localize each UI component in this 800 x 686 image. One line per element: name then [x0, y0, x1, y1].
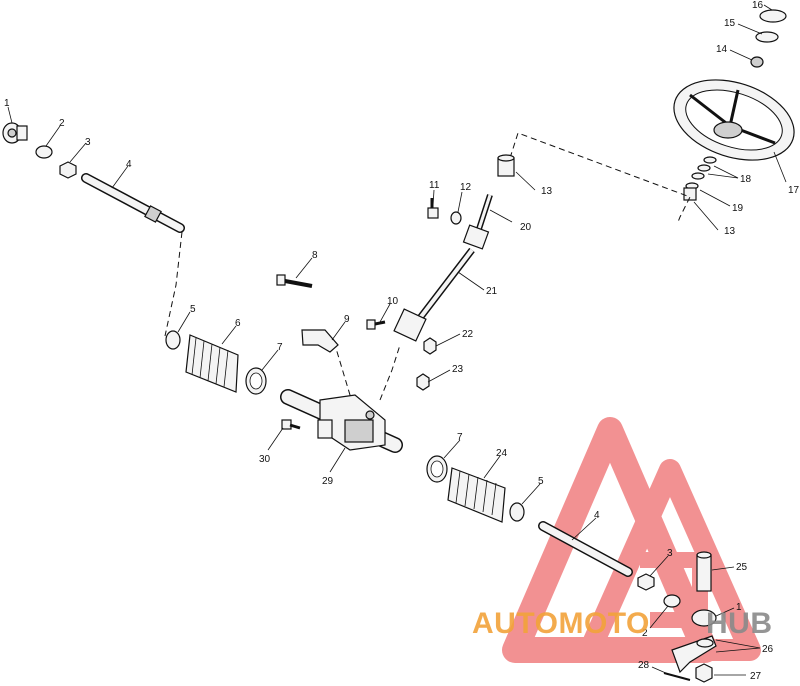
callout-29: 29	[322, 476, 334, 487]
bolt-8	[276, 274, 313, 288]
callout-3-right: 3	[667, 548, 673, 559]
callout-labels: 1 2 3 4 5 6 7 8 9 10 11 12 13 20 21 22 2…	[4, 0, 800, 682]
cotter-pin-28	[663, 672, 691, 681]
callout-27: 27	[750, 671, 762, 682]
callout-21: 21	[486, 286, 498, 297]
callout-14: 14	[716, 44, 728, 55]
rack-housing	[280, 389, 403, 453]
tie-rod-end-left	[2, 122, 28, 144]
callout-6: 6	[235, 318, 241, 329]
nut-27	[695, 663, 713, 683]
callout-30: 30	[259, 454, 271, 465]
nut-23	[416, 373, 430, 391]
wheel-cap	[750, 9, 787, 68]
pin-25	[696, 551, 712, 592]
callout-24: 24	[496, 448, 508, 459]
hex-nut-left	[59, 161, 77, 179]
callout-7-left: 7	[277, 342, 283, 353]
callout-13-upper: 13	[541, 186, 553, 197]
callout-8: 8	[312, 250, 318, 261]
washer-12	[450, 211, 462, 225]
callout-2-right: 2	[642, 628, 648, 639]
tie-rod-left	[81, 173, 185, 233]
boot-left	[185, 334, 239, 393]
leader-lines	[7, 4, 787, 676]
spindle-arm-26	[671, 635, 717, 674]
bolt-30	[281, 419, 301, 430]
clamp-left-inner	[245, 367, 267, 395]
bolt-11	[427, 198, 439, 219]
callout-4-right: 4	[594, 510, 600, 521]
clamp-right-outer	[509, 502, 525, 522]
watermark-wordmark: AUTOMOTO HUB	[472, 607, 773, 640]
callout-5-left: 5	[190, 304, 196, 315]
alignment-line-wheel	[509, 132, 691, 223]
callout-18: 18	[740, 174, 752, 185]
boot-right	[447, 467, 506, 523]
callout-11: 11	[429, 180, 440, 191]
tie-rod-end-right	[691, 609, 717, 627]
alignment-line-left-tie-rod	[164, 231, 183, 337]
callout-2-left: 2	[59, 118, 65, 129]
callout-1-left: 1	[4, 98, 10, 109]
callout-15: 15	[724, 18, 736, 29]
hex-nut-right	[637, 573, 655, 591]
callout-23: 23	[452, 364, 464, 375]
watermark-word-a: AUTOMOTO	[472, 607, 650, 640]
callout-26: 26	[762, 644, 774, 655]
callout-17: 17	[788, 185, 800, 196]
bolt-10	[366, 319, 386, 330]
alignment-line-column-2	[379, 344, 401, 401]
callout-13-lower: 13	[724, 226, 736, 237]
callout-3-left: 3	[85, 137, 91, 148]
callout-16: 16	[752, 0, 764, 11]
callout-12: 12	[460, 182, 472, 193]
callout-28: 28	[638, 660, 650, 671]
steering-wheel	[673, 79, 795, 161]
watermark-word-b: HUB	[706, 607, 773, 640]
callout-10: 10	[387, 296, 399, 307]
callout-4-left: 4	[126, 159, 132, 170]
callout-19: 19	[732, 203, 744, 214]
steering-shaft	[393, 194, 493, 342]
callout-5-right: 5	[538, 476, 544, 487]
callout-9: 9	[344, 314, 350, 325]
spacer-washers	[683, 156, 717, 201]
bracket-9	[301, 329, 339, 353]
clamp-left-outer	[165, 330, 181, 350]
bushing-13-upper	[497, 154, 515, 177]
clamp-right-inner	[426, 455, 448, 483]
nut-22	[423, 337, 437, 355]
callout-20: 20	[520, 222, 532, 233]
jam-nut-left	[35, 145, 53, 159]
callout-25: 25	[736, 562, 748, 573]
alignment-line-column	[334, 344, 354, 406]
callout-7-right: 7	[457, 432, 463, 443]
callout-22: 22	[462, 329, 474, 340]
tie-rod-right	[538, 521, 633, 577]
callout-1-right: 1	[736, 602, 742, 613]
jam-nut-right	[663, 594, 681, 608]
